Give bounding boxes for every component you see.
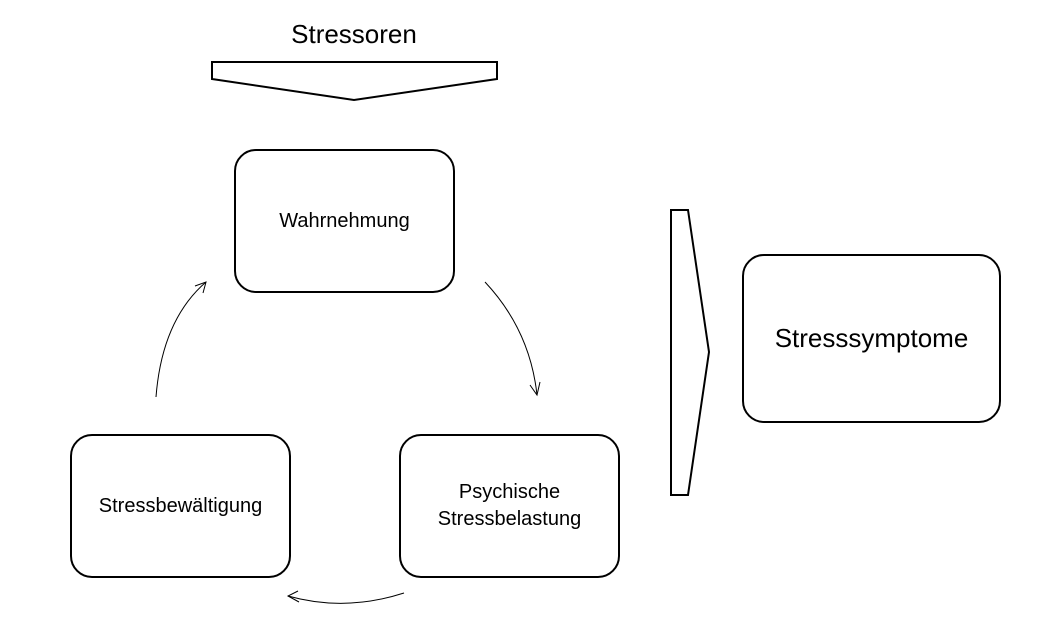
arrowhead-coping-to-perception [194, 281, 207, 294]
arrow-coping-to-perception [155, 281, 207, 398]
arrow-psych-to-coping [287, 592, 405, 604]
node-coping-label: Stressbewältigung [98, 494, 263, 517]
node-perception: Wahrnehmung [234, 149, 455, 293]
arrow-perception-to-psych [484, 281, 538, 396]
node-symptoms: Stresssymptome [742, 254, 1001, 423]
node-coping: Stressbewältigung [70, 434, 291, 578]
stressors-down-chevron [211, 61, 498, 102]
diagram-title: Stressoren [291, 19, 417, 49]
node-psych-label-line2: Stressbelastung [437, 508, 582, 530]
symptoms-right-chevron [670, 209, 711, 496]
arrowhead-perception-to-psych [529, 381, 541, 397]
node-symptoms-label: Stresssymptome [774, 322, 969, 353]
arrowhead-psych-to-coping [286, 590, 300, 603]
node-perception-label: Wahrnehmung [279, 209, 410, 232]
node-psychological-stress: Psychische Stressbelastung [399, 434, 620, 578]
node-psych-label-line1: Psychische [458, 481, 561, 503]
